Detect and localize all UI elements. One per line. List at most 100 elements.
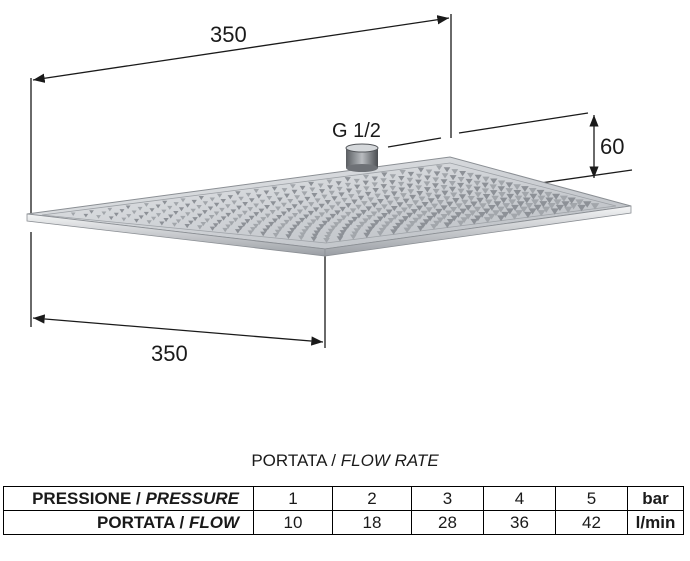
nozzle xyxy=(425,192,433,199)
nozzle xyxy=(238,196,244,201)
nozzle xyxy=(505,188,514,194)
nozzle xyxy=(412,217,420,224)
nozzle xyxy=(162,200,168,205)
nozzle xyxy=(309,187,316,192)
nozzle xyxy=(308,202,315,207)
nozzle xyxy=(277,226,284,232)
nozzle xyxy=(383,195,391,201)
nozzle xyxy=(482,176,490,183)
nozzle xyxy=(326,179,333,184)
nozzle xyxy=(276,215,283,220)
flow-label-italic: FLOW xyxy=(188,512,239,532)
nozzle xyxy=(493,201,502,208)
nozzle xyxy=(294,195,301,200)
nozzle xyxy=(333,222,340,228)
nozzle xyxy=(415,205,423,211)
nozzle xyxy=(371,182,378,188)
nozzle xyxy=(339,230,347,236)
nozzle xyxy=(436,217,445,223)
nozzle xyxy=(371,176,378,182)
nozzle xyxy=(361,201,368,207)
nozzle xyxy=(313,230,321,236)
nozzle xyxy=(287,231,294,236)
nozzle xyxy=(474,174,482,181)
nozzle xyxy=(443,222,452,228)
nozzle xyxy=(336,218,344,224)
nozzle xyxy=(216,193,223,198)
nozzle xyxy=(318,224,326,229)
nozzle xyxy=(455,203,463,209)
nozzle xyxy=(328,190,335,196)
flow-row: PORTATA / FLOW 10 18 28 36 42 l/min xyxy=(3,510,684,535)
nozzle xyxy=(220,216,227,221)
nozzle xyxy=(307,210,315,216)
flow-rate-caption-main: PORTATA / xyxy=(251,451,341,470)
flow-value: 42 xyxy=(555,510,628,535)
nozzle xyxy=(561,201,570,208)
nozzle xyxy=(408,221,417,227)
nozzle xyxy=(416,225,425,232)
nozzle xyxy=(479,203,487,209)
nozzle xyxy=(372,188,379,193)
flow-value: 18 xyxy=(332,510,412,535)
nozzle-grid xyxy=(70,165,600,243)
nozzle xyxy=(547,203,556,210)
nozzle xyxy=(202,201,209,206)
nozzle xyxy=(514,210,523,217)
nozzle xyxy=(180,198,186,203)
nozzle xyxy=(355,190,362,196)
nozzle xyxy=(449,206,458,213)
nozzle xyxy=(260,217,267,222)
nozzle xyxy=(440,205,448,211)
nozzle xyxy=(280,211,287,217)
nozzle xyxy=(353,178,360,184)
nozzle xyxy=(237,214,243,219)
nozzle xyxy=(443,167,451,173)
nozzle xyxy=(253,212,260,217)
nozzle xyxy=(384,221,392,227)
nozzle xyxy=(349,208,357,214)
pressure-value: 2 xyxy=(332,486,412,511)
nozzle xyxy=(225,224,232,229)
nozzle xyxy=(386,200,394,206)
nozzle xyxy=(345,203,352,209)
pressure-unit: bar xyxy=(627,486,684,511)
nozzle xyxy=(113,212,119,217)
nozzle xyxy=(133,218,140,223)
nozzle xyxy=(303,225,311,231)
nozzle xyxy=(231,200,237,205)
nozzle xyxy=(70,212,76,217)
nozzle xyxy=(454,212,463,218)
pipe-connection xyxy=(345,143,379,172)
nozzle xyxy=(577,204,586,212)
nozzle xyxy=(425,169,433,175)
nozzle xyxy=(381,172,388,178)
nozzle xyxy=(419,222,427,229)
nozzle xyxy=(273,192,280,197)
nozzle xyxy=(448,186,457,193)
nozzle xyxy=(180,215,186,220)
nozzle xyxy=(420,210,428,217)
nozzle xyxy=(432,183,439,189)
nozzle xyxy=(457,188,465,195)
nozzle xyxy=(327,185,334,190)
nozzle xyxy=(335,181,342,186)
nozzle xyxy=(271,218,279,224)
nozzle xyxy=(418,196,426,202)
pressure-value: 5 xyxy=(555,486,628,511)
nozzle xyxy=(508,199,517,206)
nozzle xyxy=(234,229,241,234)
nozzle xyxy=(107,207,113,212)
nozzle xyxy=(311,193,318,198)
nozzle xyxy=(423,187,431,193)
pressure-label-italic: PRESSURE xyxy=(145,488,239,508)
nozzle xyxy=(367,226,375,232)
pressure-value: 4 xyxy=(483,486,556,511)
nozzle xyxy=(482,194,491,200)
nozzle xyxy=(280,223,287,228)
nozzle xyxy=(406,183,414,189)
nozzle xyxy=(244,219,251,224)
nozzle xyxy=(575,199,584,206)
nozzle xyxy=(362,218,370,224)
nozzle xyxy=(323,238,330,243)
